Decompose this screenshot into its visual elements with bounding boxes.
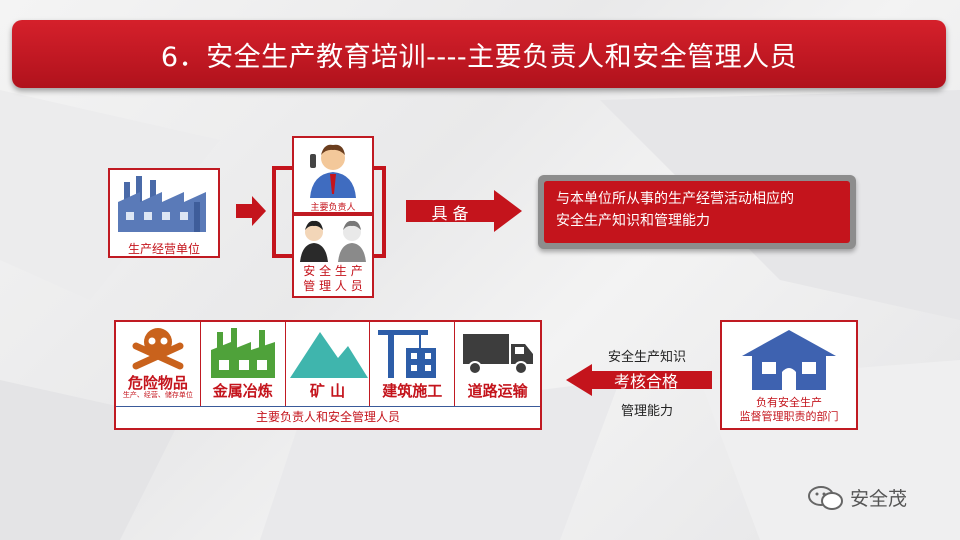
industry-construction: 建筑施工 (370, 322, 456, 406)
possess-arrow (406, 190, 522, 232)
persons-bracket (272, 166, 386, 258)
industry-label: 道路运输 (467, 382, 528, 400)
possess-label: 具 备 (431, 204, 469, 223)
businessman-phone-icon (310, 144, 356, 198)
industry-label: 建筑施工 (382, 382, 443, 400)
assessment-arrow (566, 364, 712, 396)
department-box: 负有安全生产 监督管理职责的部门 (720, 320, 858, 430)
industry-metal-smelting: 金属冶炼 (201, 322, 286, 406)
wechat-icon (808, 485, 843, 510)
industry-sub-label: 生产、经营、储存单位 (122, 391, 193, 399)
department-line2: 监督管理职责的部门 (739, 410, 839, 423)
industry-dangerous-goods: 危险物品 生产、经营、储存单位 (116, 322, 201, 406)
industry-label: 金属冶炼 (212, 382, 273, 400)
industry-label: 危险物品 (127, 374, 188, 392)
safety-managers-line2: 管 理 人 员 (303, 279, 363, 293)
production-unit-label: 生产经营单位 (127, 242, 200, 256)
safety-managers-box: 安 全 生 产 管 理 人 员 (292, 214, 374, 298)
industries-row: 危险物品 生产、经营、储存单位 金属冶炼 矿 山 (116, 322, 540, 406)
safety-managers-label: 安 全 生 产 管 理 人 员 (294, 264, 372, 294)
industry-label: 矿 山 (309, 382, 346, 400)
production-unit-box: 生产经营单位 (108, 168, 220, 258)
skull-crossbones-icon (132, 328, 184, 370)
department-label: 负有安全生产 监督管理职责的部门 (722, 396, 856, 424)
title-bar: 6．安全生产教育培训----主要负责人和安全管理人员 (12, 20, 946, 88)
main-person-label: 主要负责人 (310, 203, 356, 213)
ability-box: 与本单位所从事的生产经营活动相应的 安全生产知识和管理能力 (538, 175, 856, 249)
ability-text: 与本单位所从事的生产经营活动相应的 安全生产知识和管理能力 (544, 181, 850, 243)
house-icon (742, 330, 836, 390)
main-person-box: 主要负责人 (292, 136, 374, 214)
assessment-middle: 考核合格 (613, 372, 678, 391)
two-managers-icon (300, 220, 366, 262)
page-title: 6．安全生产教育培训----主要负责人和安全管理人员 (160, 41, 798, 73)
arrow-right-icon (236, 196, 266, 226)
watermark-text: 安全茂 (850, 488, 908, 510)
ability-line1: 与本单位所从事的生产经营活动相应的 (556, 191, 794, 207)
ability-line2: 安全生产知识和管理能力 (556, 213, 710, 229)
industry-road-transport: 道路运输 (455, 322, 540, 406)
crane-building-icon (378, 330, 437, 378)
truck-icon (463, 334, 534, 375)
mountain-icon (289, 332, 368, 378)
factory-icon (210, 328, 275, 378)
assessment-top: 安全生产知识 (607, 350, 686, 365)
department-line1: 负有安全生产 (756, 396, 822, 409)
assessment-bottom: 管理能力 (620, 404, 673, 419)
safety-managers-line1: 安 全 生 产 (303, 264, 363, 278)
industries-caption: 主要负责人和安全管理人员 (116, 406, 540, 428)
factory-building-icon (118, 176, 206, 232)
industry-mining: 矿 山 (286, 322, 371, 406)
watermark: 安全茂 (808, 484, 907, 511)
